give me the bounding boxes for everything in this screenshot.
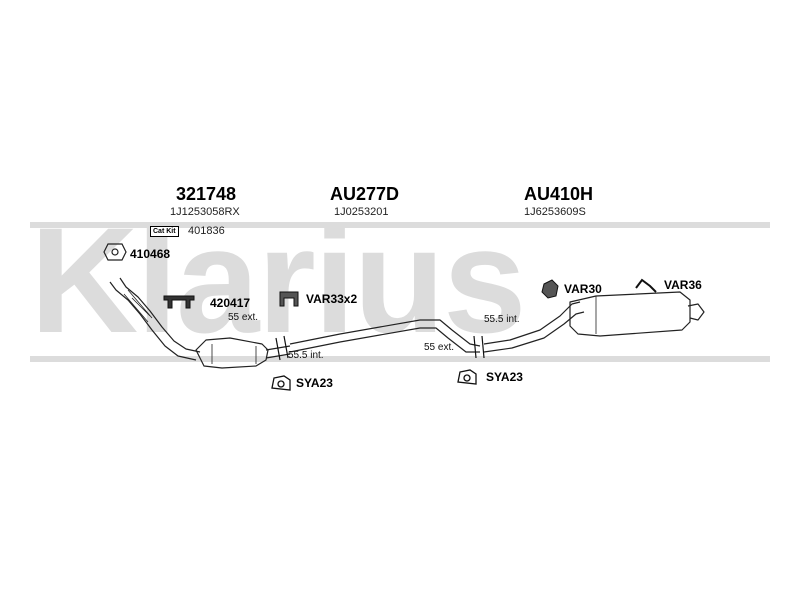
joint-right-ext-note: 55 ext.: [424, 342, 455, 353]
cat-converter-detail: [211, 344, 257, 364]
middle-pipe-top: [289, 319, 481, 347]
part-number-au277d: AU277D: [330, 184, 400, 204]
flange-clamp-icon: [163, 295, 195, 309]
downpipe: [109, 281, 197, 361]
clamp-right-code: SYA23: [486, 370, 523, 384]
rubber-hanger-var30-icon: [541, 279, 559, 299]
rear-pipe-top: [483, 301, 581, 345]
joint-right-clamp-a: [473, 335, 477, 359]
joint-left-ext-note: 55 ext.: [228, 312, 259, 323]
joint-right-clamp-b: [481, 335, 485, 359]
joint-left-clamp-b: [283, 335, 289, 359]
clamp-left-icon: [271, 375, 291, 391]
hanger-var33-code: VAR33x2: [306, 292, 358, 306]
flex-section: [123, 289, 153, 323]
watermark-top-bar: [30, 222, 770, 228]
watermark-bottom-bar: [30, 356, 770, 362]
hanger-var36-icon: [635, 278, 657, 293]
oem-number-1: 1J1253058RX: [170, 206, 240, 218]
rear-silencer: [569, 291, 691, 337]
rear-pipe-bottom: [483, 311, 585, 353]
joint-right-int-note: 55.5 int.: [484, 314, 520, 325]
clamp-left-code: SYA23: [296, 376, 333, 390]
part-number-au410h: AU410H: [524, 184, 594, 204]
flange-code: 420417: [210, 296, 251, 310]
hanger-var30-code: VAR30: [564, 282, 602, 296]
tailpipe: [687, 303, 705, 321]
cat-kit-badge: Cat Kit: [150, 226, 179, 237]
rubber-hanger-var33-icon: [279, 291, 299, 307]
cat-kit-code: 401836: [188, 225, 225, 237]
catalytic-converter: [195, 337, 269, 369]
watermark-logo: Klarius: [30, 196, 527, 364]
joint-left-clamp-a: [275, 337, 281, 361]
middle-pipe-bottom: [289, 327, 480, 353]
joint-left-int-note: 55.5 int.: [288, 350, 324, 361]
gasket-icon: [103, 243, 127, 261]
oem-number-2: 1J0253201: [334, 206, 389, 218]
oem-number-3: 1J6253609S: [524, 206, 586, 218]
clamp-right-icon: [457, 369, 477, 385]
gasket-code: 410468: [130, 247, 171, 261]
hanger-var36-code: VAR36: [664, 278, 702, 292]
downpipe-edge: [119, 277, 201, 353]
part-number-321748: 321748: [176, 184, 237, 204]
